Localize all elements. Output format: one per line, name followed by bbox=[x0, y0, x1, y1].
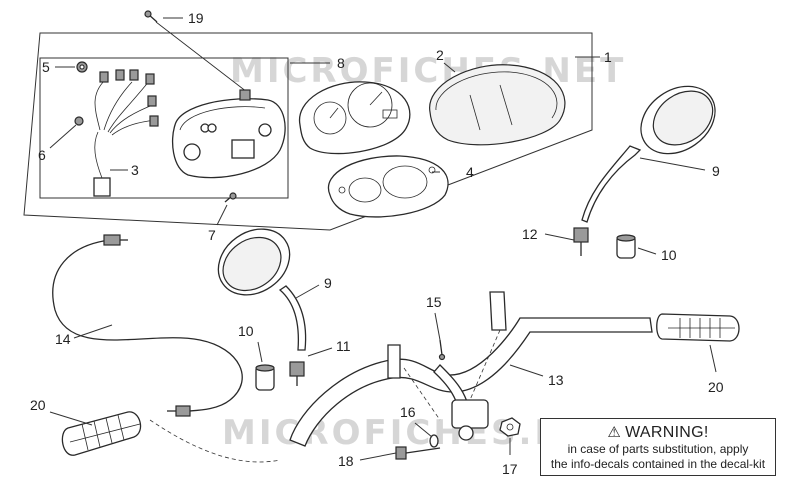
handlebar-13 bbox=[289, 291, 653, 447]
warning-title: WARNING! bbox=[625, 424, 709, 441]
sleeve-10-right bbox=[616, 234, 636, 259]
callout-5: 5 bbox=[42, 59, 50, 75]
speedometer-cable-14 bbox=[52, 234, 243, 417]
leader-lines bbox=[49, 17, 717, 461]
callout-11: 11 bbox=[336, 338, 351, 354]
callout-16: 16 bbox=[400, 404, 416, 420]
warning-line-2: the info-decals contained in the decal-k… bbox=[550, 457, 766, 471]
callout-3: 3 bbox=[131, 162, 139, 178]
callout-15: 15 bbox=[426, 294, 442, 310]
callout-13: 13 bbox=[548, 372, 564, 388]
callout-14: 14 bbox=[55, 331, 71, 347]
callout-19: 19 bbox=[188, 10, 204, 26]
screw-6 bbox=[74, 116, 84, 126]
watermark-top: MICROFICHES.NET bbox=[230, 51, 626, 91]
sleeve-10-left bbox=[255, 364, 275, 391]
callout-17: 17 bbox=[502, 461, 518, 477]
screw-19 bbox=[144, 10, 248, 93]
instrument-group-frame bbox=[23, 32, 593, 231]
warning-triangle-icon: ⚠ bbox=[607, 424, 622, 441]
instrument-subgroup-frame bbox=[39, 57, 289, 199]
callout-10-left: 10 bbox=[238, 323, 254, 339]
callout-18: 18 bbox=[338, 453, 354, 469]
right-grip-20 bbox=[656, 313, 740, 342]
warning-box: ⚠WARNING! in case of parts substitution,… bbox=[540, 418, 776, 476]
nut-17 bbox=[499, 417, 521, 437]
callout-20-right: 20 bbox=[708, 379, 724, 395]
screw-7 bbox=[224, 192, 237, 203]
wiring-harness-3 bbox=[93, 69, 159, 197]
left-grip-20 bbox=[61, 411, 142, 456]
callout-1: 1 bbox=[604, 49, 612, 65]
cover-glass-2 bbox=[429, 64, 566, 146]
callout-9-left: 9 bbox=[324, 275, 332, 291]
callout-4: 4 bbox=[466, 164, 474, 180]
bezel-4 bbox=[327, 155, 449, 218]
callout-10-right: 10 bbox=[661, 247, 677, 263]
callout-2: 2 bbox=[436, 47, 444, 63]
callout-20-left: 20 bbox=[30, 397, 46, 413]
callout-9-right: 9 bbox=[712, 163, 720, 179]
callout-12: 12 bbox=[522, 226, 538, 242]
grip-dotted-guide bbox=[149, 419, 281, 463]
instrument-housing-8 bbox=[172, 89, 286, 179]
warning-line-1: in case of parts substitution, apply bbox=[567, 442, 749, 456]
callout-8: 8 bbox=[337, 55, 345, 71]
washer-16 bbox=[429, 434, 439, 448]
right-mirror-9 bbox=[573, 85, 716, 256]
screw-15 bbox=[438, 339, 446, 361]
gauge-dial bbox=[298, 81, 411, 155]
left-mirror-9 bbox=[217, 228, 307, 386]
grommet-5 bbox=[76, 61, 88, 73]
warning-title-row: ⚠WARNING! bbox=[541, 423, 775, 442]
callout-6: 6 bbox=[38, 147, 46, 163]
callout-7: 7 bbox=[208, 227, 216, 243]
